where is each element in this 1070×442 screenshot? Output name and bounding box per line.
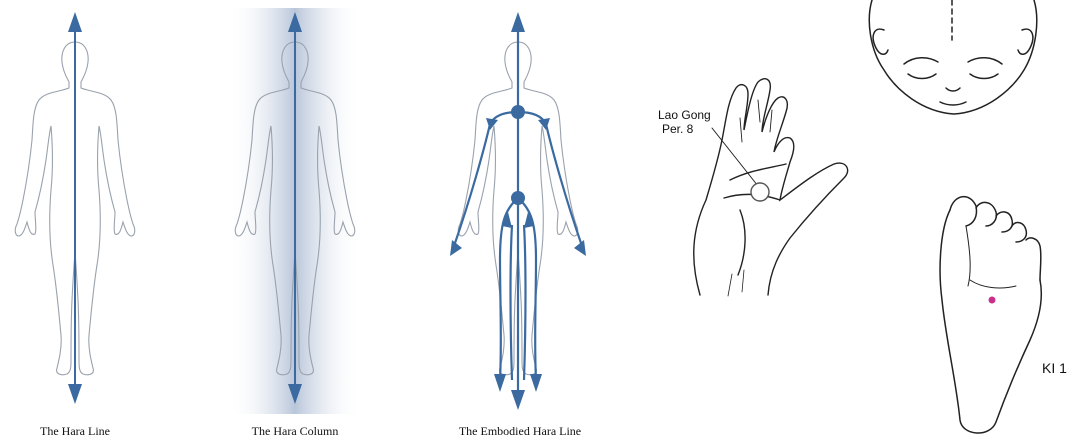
ki-1-label: KI 1	[1042, 360, 1067, 376]
face-diagram	[862, 0, 1042, 125]
hand-diagram	[640, 60, 860, 310]
lao-gong-point	[751, 183, 769, 201]
hara-column-caption: The Hara Column	[220, 424, 370, 439]
hara-column-figure: The Hara Column	[220, 0, 370, 442]
ki-1-point	[989, 297, 996, 304]
hara-center-dot	[511, 191, 525, 205]
foot-diagram	[920, 190, 1070, 442]
face-figure	[862, 0, 1042, 125]
per-8-label: Per. 8	[662, 122, 693, 136]
down-arrow-head	[511, 390, 525, 410]
hand-figure: Lao Gong Per. 8	[640, 60, 860, 310]
lao-gong-label: Lao Gong	[658, 108, 711, 122]
embodied-hara-line-caption: The Embodied Hara Line	[440, 424, 600, 439]
hara-line-figure: The Hara Line	[0, 0, 150, 442]
up-arrow-head	[68, 12, 82, 32]
hara-line-diagram	[0, 0, 150, 410]
hara-line-caption: The Hara Line	[0, 424, 150, 439]
foot-figure: KI 1	[920, 190, 1070, 442]
hara-column-diagram	[220, 0, 370, 415]
heart-center-dot	[511, 105, 525, 119]
up-arrow-head	[511, 12, 525, 32]
down-arrow-head	[68, 384, 82, 404]
embodied-hara-line-diagram	[440, 0, 600, 415]
embodied-hara-line-figure: The Embodied Hara Line	[440, 0, 600, 442]
